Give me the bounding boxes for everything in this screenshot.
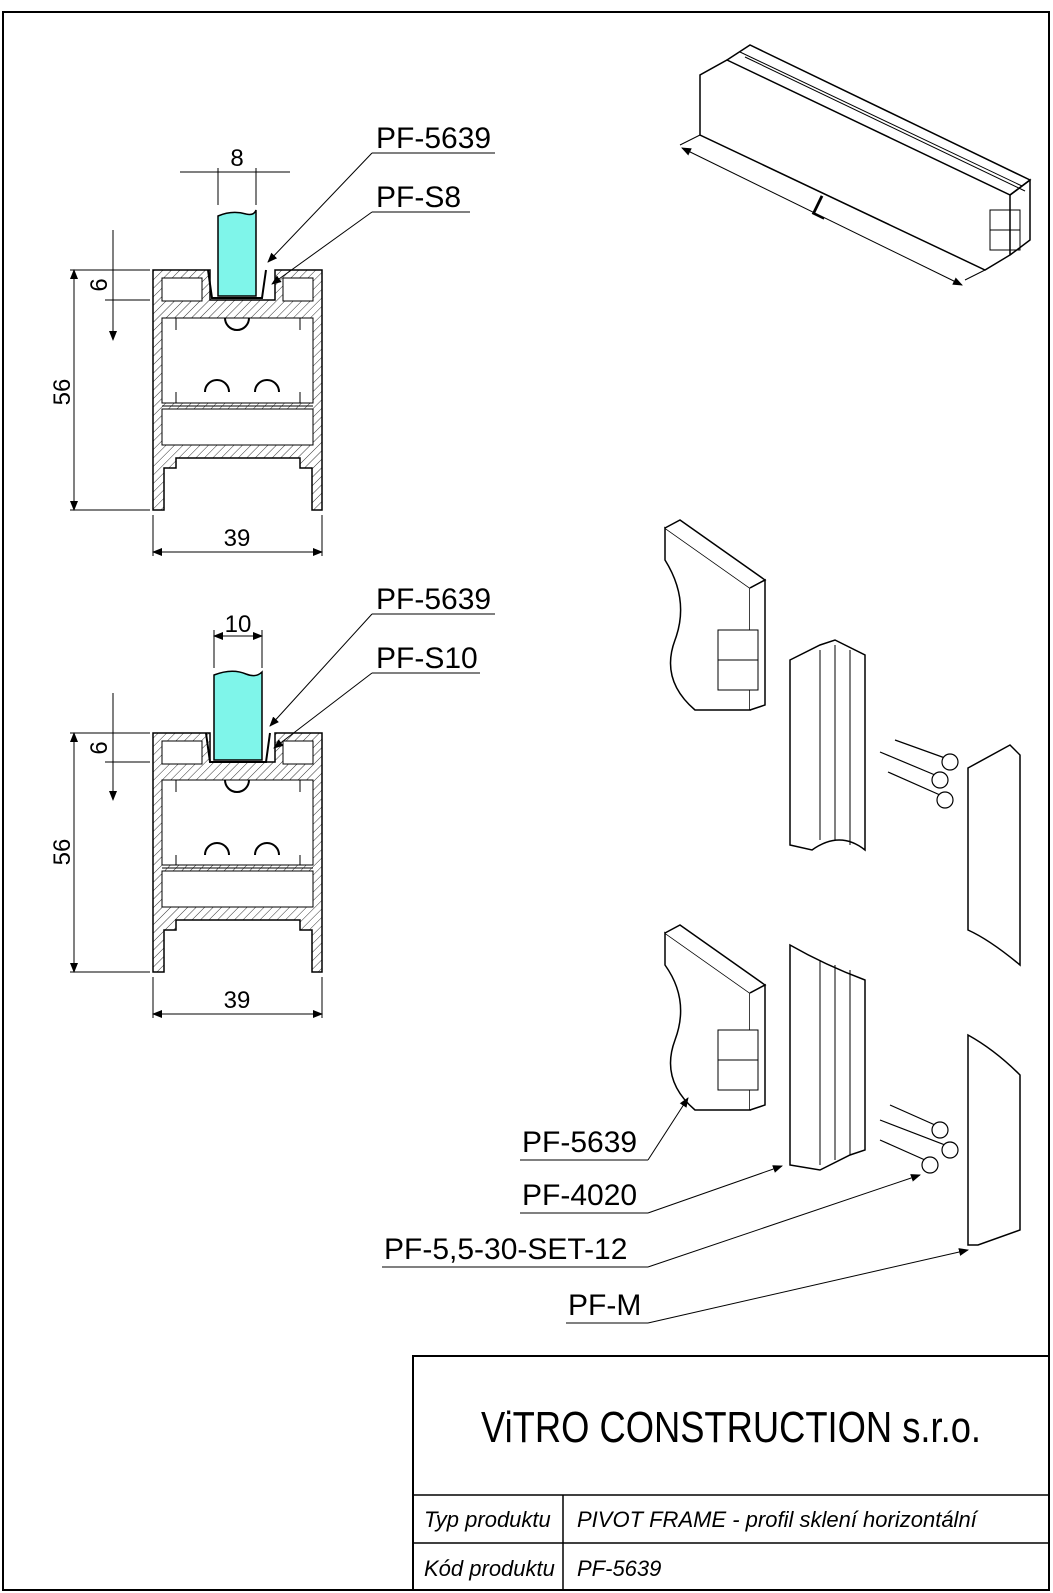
dim-glass-width-bottom: 10 — [225, 611, 252, 638]
callout-pf-m: PF-M — [568, 1289, 641, 1322]
glass-pane-top — [217, 209, 257, 297]
profile-section-top — [152, 269, 323, 511]
gasket-top — [207, 269, 267, 299]
cover-pf-m-2 — [967, 1033, 1021, 1246]
connector-pf-4020-2 — [789, 943, 866, 1171]
dim-height-top: 56 — [49, 379, 76, 406]
callout-pf-s10: PF-S10 — [376, 642, 478, 675]
assembly-callouts: PF-5639 PF-4020 PF-5,5-30-SET-12 PF-M — [382, 1097, 969, 1324]
label-typ-produktu: Typ produktu — [424, 1507, 551, 1532]
profile-section-bottom — [152, 732, 323, 973]
dim-width-top: 39 — [224, 525, 251, 552]
dim-glass-width-top: 8 — [230, 145, 243, 172]
dim-width-bottom: 39 — [224, 987, 251, 1014]
callout-pf-s8: PF-S8 — [376, 181, 461, 214]
assembly-view-2 — [664, 924, 1021, 1246]
value-kod-produktu: PF-5639 — [577, 1556, 661, 1581]
label-kod-produktu: Kód produktu — [424, 1556, 555, 1581]
company-name: ViTRO CONSTRUCTION s.r.o. — [481, 1403, 981, 1452]
cover-pf-m-1 — [967, 744, 1021, 967]
gasket-bottom — [205, 732, 271, 763]
callout-pf-4020: PF-4020 — [522, 1179, 637, 1212]
section-bottom: 10 6 56 39 PF-5639 PF-S10 — [49, 583, 495, 1018]
dim-depth-top: 6 — [86, 278, 113, 291]
screws-1 — [879, 739, 959, 809]
callout-pf-5639-assembly: PF-5639 — [522, 1126, 637, 1159]
profile-isometric — [679, 44, 1032, 286]
dim-depth-bottom: 6 — [86, 741, 113, 754]
dim-height-bottom: 56 — [49, 839, 76, 866]
callout-pf-5639-bottom: PF-5639 — [376, 583, 491, 616]
callout-pf-5-5-30-set-12: PF-5,5-30-SET-12 — [384, 1233, 627, 1266]
value-typ-produktu: PIVOT FRAME - profil sklení horizontální — [577, 1507, 979, 1532]
callout-pf-5639-top: PF-5639 — [376, 122, 491, 155]
assembly-view-1 — [664, 519, 1021, 967]
title-block: ViTRO CONSTRUCTION s.r.o. Typ produktu P… — [412, 1355, 1050, 1591]
connector-pf-4020-1 — [789, 639, 866, 852]
section-top: 8 6 56 39 PF-5639 PF-S8 — [49, 122, 495, 556]
screws-2 — [879, 1104, 959, 1174]
glass-pane-bottom — [213, 670, 263, 761]
